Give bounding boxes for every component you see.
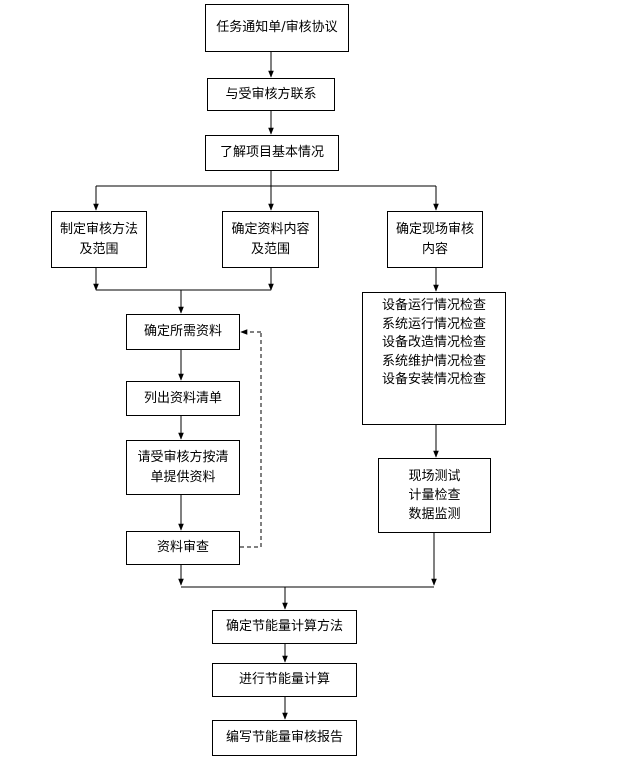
- node-audit-method-label: 制定审核方法 及范围: [59, 221, 138, 257]
- node-list-materials-label: 列出资料清单: [143, 390, 222, 406]
- node-equipment-checks: 设备运行情况检查 系统运行情况检查 设备改造情况检查 系统维护情况检查 设备安装…: [362, 292, 506, 425]
- node-audit-report: 编写节能量审核报告: [212, 720, 357, 756]
- node-required-materials: 确定所需资料: [126, 314, 240, 350]
- node-materials-scope-label: 确定资料内容 及范围: [231, 221, 310, 257]
- node-calc-method-label: 确定节能量计算方法: [225, 619, 343, 634]
- node-equipment-checks-label: 设备运行情况检查 系统运行情况检查 设备改造情况检查 系统维护情况检查 设备安装…: [381, 298, 486, 387]
- node-required-materials-label: 确定所需资料: [143, 324, 222, 339]
- node-list-materials: 列出资料清单: [126, 381, 240, 416]
- node-contact-auditee-label: 与受审核方联系: [225, 86, 317, 102]
- node-calc-method: 确定节能量计算方法: [212, 610, 357, 644]
- node-savings-calc: 进行节能量计算: [212, 663, 357, 697]
- node-task-notice: 任务通知单/审核协议: [205, 4, 349, 52]
- node-understand-project-label: 了解项目基本情况: [219, 145, 324, 160]
- node-contact-auditee: 与受审核方联系: [207, 78, 335, 111]
- node-material-review: 资料审查: [126, 531, 240, 565]
- node-request-materials-label: 请受审核方按清 单提供资料: [137, 449, 229, 485]
- node-savings-calc-label: 进行节能量计算: [238, 672, 330, 687]
- node-request-materials: 请受审核方按清 单提供资料: [126, 440, 240, 495]
- node-materials-scope: 确定资料内容 及范围: [222, 211, 319, 268]
- node-material-review-label: 资料审查: [156, 540, 209, 555]
- feedback-dashed-line: [240, 332, 262, 548]
- node-task-notice-label: 任务通知单/审核协议: [216, 20, 338, 35]
- node-site-content: 确定现场审核 内容: [387, 211, 483, 268]
- node-site-content-label: 确定现场审核 内容: [395, 221, 474, 257]
- node-understand-project: 了解项目基本情况: [205, 135, 339, 171]
- node-audit-method: 制定审核方法 及范围: [51, 211, 147, 268]
- node-audit-report-label: 编写节能量审核报告: [225, 730, 343, 745]
- node-site-tests: 现场测试 计量检查 数据监测: [378, 458, 491, 533]
- node-site-tests-label: 现场测试 计量检查 数据监测: [408, 469, 461, 522]
